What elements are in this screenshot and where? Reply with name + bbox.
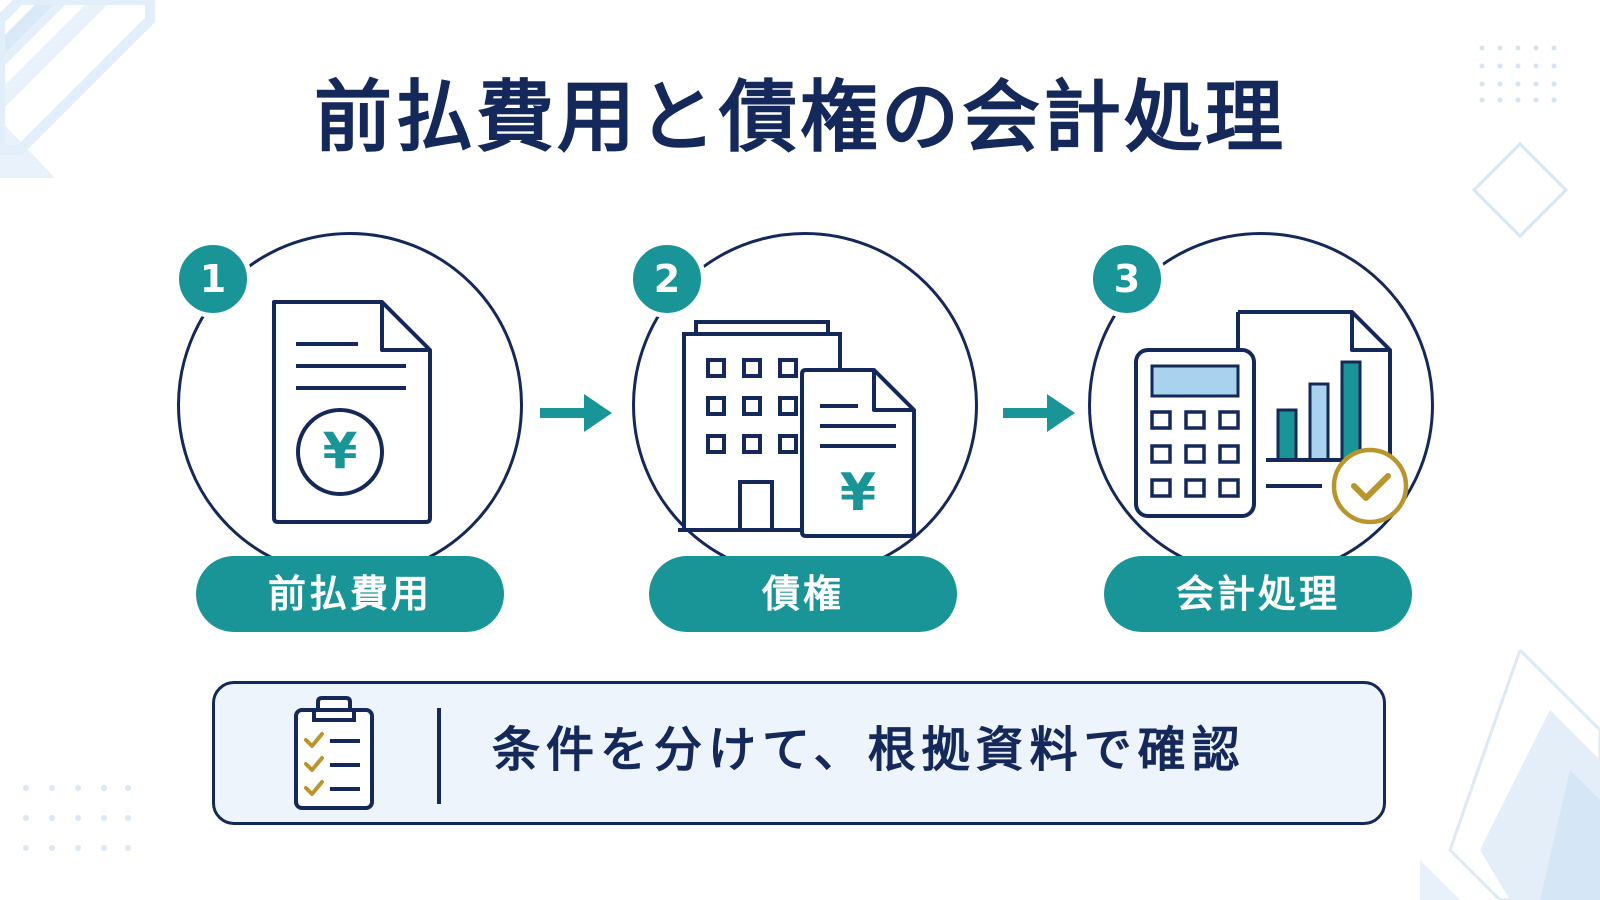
step-1-label: 前払費用 <box>196 556 504 632</box>
building-with-yen-document-icon: ¥ <box>678 320 916 538</box>
arrow-right-icon <box>540 394 612 432</box>
note-divider <box>437 708 441 804</box>
note-box <box>212 681 1386 825</box>
note-text: 条件を分けて、根拠資料で確認 <box>492 722 1246 778</box>
step-3-badge: 3 <box>1088 240 1166 318</box>
page-title: 前払費用と債権の会計処理 <box>313 73 1286 163</box>
yen-symbol: ¥ <box>323 422 358 480</box>
step-2-label: 債権 <box>649 556 957 632</box>
step-2-badge: 2 <box>628 240 706 318</box>
step-1-badge: 1 <box>174 240 252 318</box>
decor-right-diamond <box>1471 141 1569 239</box>
decor-bottom-left-dots <box>23 785 131 851</box>
arrow-right-icon <box>1003 394 1075 432</box>
decor-top-right-dots <box>1479 45 1557 103</box>
decor-top-left-stripes <box>0 0 155 178</box>
checklist-clipboard-icon <box>294 696 374 810</box>
decor-bottom-right-shapes <box>1420 650 1600 900</box>
yen-symbol: ¥ <box>840 463 876 523</box>
invoice-yen-icon: ¥ <box>272 300 432 524</box>
step-3-label: 会計処理 <box>1104 556 1412 632</box>
calculator-chart-check-icon <box>1134 310 1409 525</box>
